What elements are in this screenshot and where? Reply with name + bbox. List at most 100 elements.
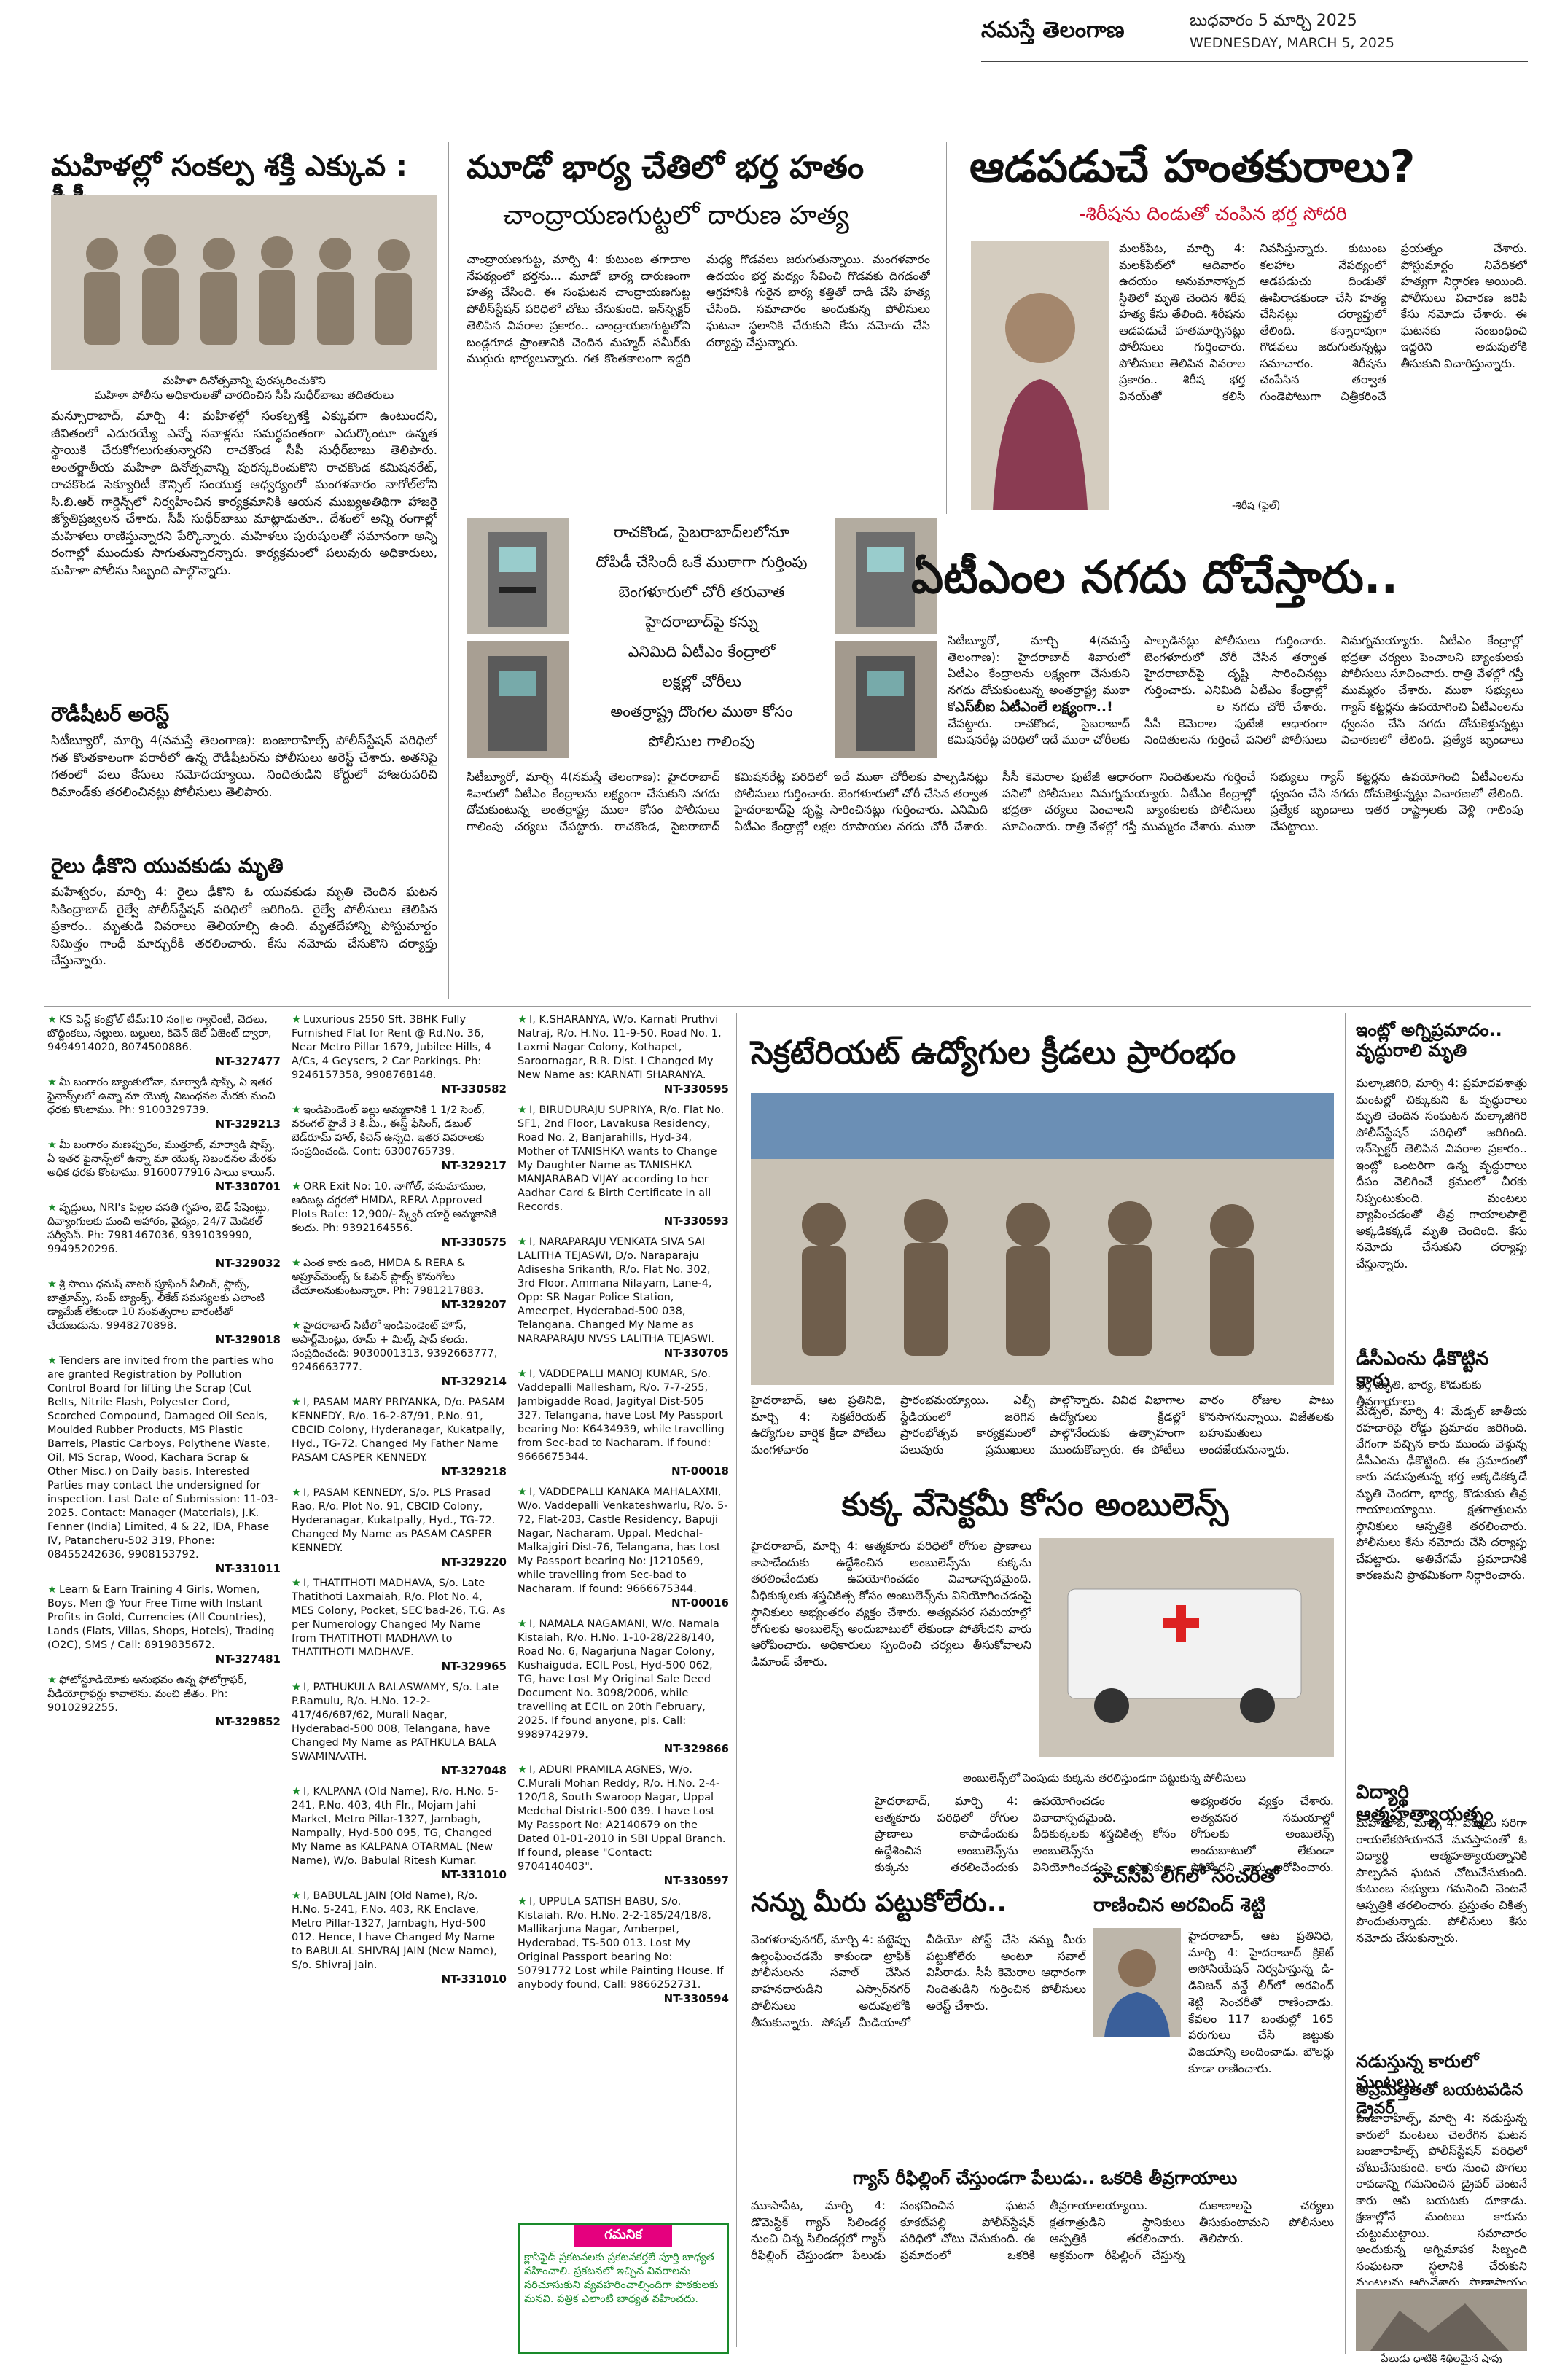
star-icon: ★ (47, 1584, 57, 1596)
star-icon: ★ (292, 1014, 301, 1026)
story2b-item: దోపిడీ చేసిందీ ఒకే ముఠాగా గుర్తింపు (596, 553, 808, 571)
story3-caption: -శిరీష (ఫైల్) (1232, 500, 1281, 512)
story6-caption: అంబులెన్స్‌లో పెంపుడు కుక్కను తరలిస్తుండ… (962, 1771, 1246, 1784)
story4-body-upper: సిటీబ్యూరో, మార్చి 4(నమస్తే తెలంగాణ): హై… (948, 633, 1523, 747)
story3-body: మలక్‌పేట, మార్చి 4: మలక్‌పేట్‌లో ఆదివారం… (1119, 241, 1527, 403)
story4-body-lower: సిటీబ్యూరో, మార్చి 4(నమస్తే తెలంగాణ): హై… (467, 770, 1523, 834)
story7-headline: నన్ను మీరు పట్టుకోలేరు.. (751, 1888, 1007, 1918)
atm-photo-2 (467, 641, 569, 758)
classified-ad: ★I, PATHUKULA BALASWAMY, S/o. Late P.Ram… (292, 1682, 507, 1777)
star-icon: ★ (292, 1320, 301, 1332)
story9-body: మూసాపేట, మార్చి 4: డొమెస్టిక్ గ్యాస్ సిల… (751, 2198, 1334, 2263)
story9-headline: గ్యాస్ రీఫిల్లింగ్ చేస్తుండగా పేలుడు.. ఒ… (853, 2168, 1238, 2188)
story3-subhead: -శిరీషను దిండుతో చంపిన భర్త సోదరి (1079, 203, 1347, 225)
classified-ad: ★ఫోటోస్టూడియోకు అనుభవం ఉన్న ఫోటోగ్రాఫర్,… (47, 1674, 281, 1728)
classified-ad: ★I, PASAM MARY PRIYANKA, D/o. PASAM KENN… (292, 1397, 507, 1478)
classified-ad: ★I, BABULAL JAIN (Old Name), R/o. H.No. … (292, 1890, 507, 1986)
story1-subheads: మహిళా దినోత్సవాన్ని పురస్కరించుకొని మహిళ… (51, 373, 437, 402)
star-icon: ★ (292, 1890, 301, 1902)
col-divider-2 (946, 142, 947, 514)
classified-ad: ★వృద్ధులు, NRI's పిల్లల వసతి గృహం, బెడ్ … (47, 1202, 281, 1270)
story2-subhead: చాంద్రాయణగుట్టలో దారుణ హత్య (503, 200, 849, 230)
star-icon: ★ (518, 1896, 527, 1908)
row-divider (44, 1006, 1531, 1007)
atm-icon (488, 656, 547, 751)
atm-icon (856, 656, 915, 751)
classified-ad: ★I, NARAPARAJU VENKATA SIVA SAI LALITHA … (518, 1236, 729, 1359)
star-icon: ★ (518, 1618, 527, 1630)
woman-portrait (971, 241, 1109, 510)
story2b-list: రాచకొండ, సైబరాబాద్‌లలోనూ దోపిడీ చేసిందీ … (576, 518, 827, 757)
star-icon: ★ (518, 1104, 527, 1116)
story9-photo (1356, 2289, 1527, 2351)
date-english: WEDNESDAY, MARCH 5, 2025 (1190, 35, 1394, 51)
date-telugu: బుధవారం 5 మార్చి 2025 (1190, 12, 1357, 30)
star-icon: ★ (292, 1786, 301, 1798)
story6-body-bottom: హైదరాబాద్, మార్చి 4: ఆత్మకూరు పరిధిలో రో… (875, 1794, 1334, 1874)
star-icon: ★ (292, 1682, 301, 1693)
story5-body: హైదరాబాద్, ఆట ప్రతినిధి, మార్చి 4: సెక్ర… (751, 1393, 1334, 1457)
story5-photo (751, 1093, 1334, 1385)
story10-headline: ఇంట్లో అగ్నిప్రమాదం.. వృద్ధురాలి మృతి (1356, 1020, 1502, 1061)
story7-body: వెంగళరావునగర్, మార్చి 4: వట్టెప్పు ఉల్లం… (751, 1932, 1086, 2029)
story3-photo (971, 241, 1109, 510)
masthead-rule (981, 61, 1528, 62)
story1b-headline: రౌడీషీటర్ అరెస్ట్ (51, 703, 170, 726)
story9-caption: పేలుడు ధాటికి శిథిలమైన షాపు (1381, 2353, 1502, 2365)
star-icon: ★ (292, 1487, 301, 1499)
classified-ad: ★I, UPPULA SATISH BABU, S/o. Kistaiah, R… (518, 1896, 729, 2005)
classified-ad: ★హైదరాబాద్ సిటీలో ఇండిపెండెంట్ హౌస్, అపా… (292, 1320, 507, 1388)
classified-ad: ★I, PASAM KENNEDY, S/o. PLS Prasad Rao, … (292, 1487, 507, 1569)
story2b-item: ఎనిమిది ఏటీఎం కేంద్రాలో (628, 643, 776, 660)
star-icon: ★ (47, 1139, 57, 1151)
story8-subhead: రాణించిన అరవింద్ శెట్టి (1093, 1895, 1265, 1916)
classified-ad: ★Luxurious 2550 Sft. 3BHK Fully Furnishe… (292, 1014, 507, 1096)
story3-headline: ఆడపడుచే హంతకురాలు? (969, 141, 1416, 192)
story1b-body: సిటీబ్యూరో, మార్చి 4(నమస్తే తెలంగాణ): బం… (51, 733, 437, 800)
classified-ad: ★I, ADURI PRAMILA AGNES, W/o. C.Murali M… (518, 1764, 729, 1887)
story2b-item: పోలీసుల గాలింపు (648, 733, 755, 750)
story1-body: మన్సూరాబాద్, మార్చి 4: మహిళల్లో సంకల్పశక… (51, 409, 437, 578)
classified-ad: ★I, VADDEPALLI KANAKA MAHALAXMI, W/o. Va… (518, 1486, 729, 1610)
notice-text: క్లాసిఫైడ్ ప్రకటనలకు ప్రకటనకర్తలే పూర్తి… (524, 2252, 719, 2305)
col-divider-1 (448, 142, 449, 999)
classifieds-col2: ★Luxurious 2550 Sft. 3BHK Fully Furnishe… (292, 1013, 507, 2354)
story2b-item: బెంగళూరులో చోరీ తరువాత (618, 583, 785, 601)
classified-ad: ★మీ బంగారం బ్యాంకులోనా, మార్వాడీ షాప్స్,… (47, 1077, 281, 1131)
story4-callout: ఎస్‌బీఐ ఏటీఎంలే లక్ష్యంగా..! (955, 699, 1217, 716)
date-block: బుధవారం 5 మార్చి 2025 WEDNESDAY, MARCH 5… (1190, 10, 1518, 61)
star-icon: ★ (292, 1257, 301, 1269)
star-icon: ★ (47, 1014, 57, 1026)
star-icon: ★ (47, 1077, 57, 1088)
star-icon: ★ (47, 1355, 57, 1367)
story1-photo (51, 195, 437, 370)
star-icon: ★ (292, 1577, 301, 1589)
classified-ad: ★I, K.SHARANYA, W/o. Karnati Pruthvi Nat… (518, 1014, 729, 1096)
story11-subhead: భర్త మృతి, భార్య, కొడుకుకు తీవ్రగాయాలు (1356, 1378, 1482, 1408)
classified-ad: ★I, BIRUDURAJU SUPRIYA, R/o. Flat No. SF… (518, 1104, 729, 1228)
classifieds-notice: గమనిక క్లాసిఫైడ్ ప్రకటనలకు ప్రకటనకర్తలే … (518, 2223, 729, 2354)
classified-ad: ★I, NAMALA NAGAMANI, W/o. Namala Kistaia… (518, 1618, 729, 1755)
story2b-item: లక్షల్లో చోరీలు (662, 673, 741, 690)
classifieds-col1: ★KS పెస్ట్ కంట్రోల్ టీమ్:10 సం॥ల గ్యారెం… (47, 1013, 281, 2354)
classified-ad: ★ఎంత కారు ఉంది, HMDA & RERA & అప్రూవ్‌మె… (292, 1257, 507, 1311)
classified-ad: ★I, KALPANA (Old Name), R/o. H.No. 5-241… (292, 1786, 507, 1881)
star-icon: ★ (518, 1368, 527, 1380)
notice-title: గమనిక (574, 2225, 672, 2247)
story1c-body: మహేశ్వరం, మార్చి 4: రైలు ఢీకొని ఓ యువకుడ… (51, 885, 437, 968)
story1c-headline: రైలు ఢీకొని యువకుడు మృతి (51, 854, 284, 878)
story8-headline: హెచ్‌సీపీ లీగ్‌లో సెంచరీతో (1093, 1865, 1279, 1887)
story11-body: మేడ్చల్, మార్చి 4: మేడ్చల్ జాతీయ రహదారిప… (1356, 1404, 1527, 1582)
story13-body: బంజారాహిల్స్, మార్చి 4: నడుస్తున్న కారుల… (1356, 2111, 1527, 2285)
story10-body: మల్కాజిగిరి, మార్చి 4: ప్రమాదవశాత్తు మంట… (1356, 1076, 1527, 1271)
classified-ad: ★Learn & Earn Training 4 Girls, Women, B… (47, 1584, 281, 1666)
paper-name-block: నమస్తే తెలంగాణ (981, 17, 1149, 54)
story5-headline: సెక్రటేరియట్ ఉద్యోగుల క్రీడలు ప్రారంభం (751, 1034, 1236, 1072)
story13-headline: నడుస్తున్న కారులో మంటలు (1356, 2051, 1479, 2092)
story8-body: హైదరాబాద్, ఆట ప్రతినిధి, మార్చి 4: హైదరా… (1188, 1929, 1334, 2075)
cricketer-portrait (1093, 1928, 1181, 2037)
sports-event-photo (751, 1093, 1334, 1385)
story2-headline: మూడో భార్య చేతిలో భర్త హతం (467, 149, 865, 186)
cls-divider-3 (736, 1013, 737, 2347)
star-icon: ★ (518, 1486, 527, 1498)
